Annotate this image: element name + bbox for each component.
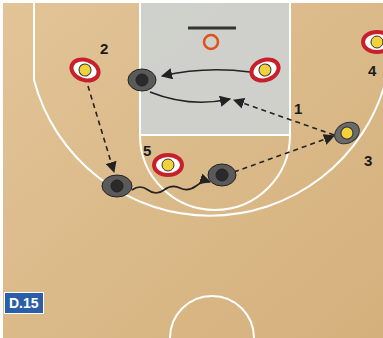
defense-players <box>102 69 236 197</box>
player-position: 4 <box>368 62 376 80</box>
player-number: 5 <box>143 142 151 159</box>
movement-lines <box>88 70 334 193</box>
court-floor <box>3 3 383 338</box>
figure-number: D.15 <box>4 292 44 314</box>
player-number: 3 <box>364 152 372 169</box>
court-lines <box>34 3 383 338</box>
lane <box>140 3 290 135</box>
basket <box>204 35 218 49</box>
offense-players <box>68 32 383 175</box>
player-number: 2 <box>100 40 108 57</box>
player-position: 1 <box>294 100 302 118</box>
player-position: 5 <box>143 142 151 160</box>
player-position: 2 <box>100 40 108 58</box>
backboard <box>188 27 236 30</box>
player-position: 3 <box>364 152 372 170</box>
player-number: 1 <box>294 100 302 117</box>
player-number: 4 <box>368 62 376 79</box>
